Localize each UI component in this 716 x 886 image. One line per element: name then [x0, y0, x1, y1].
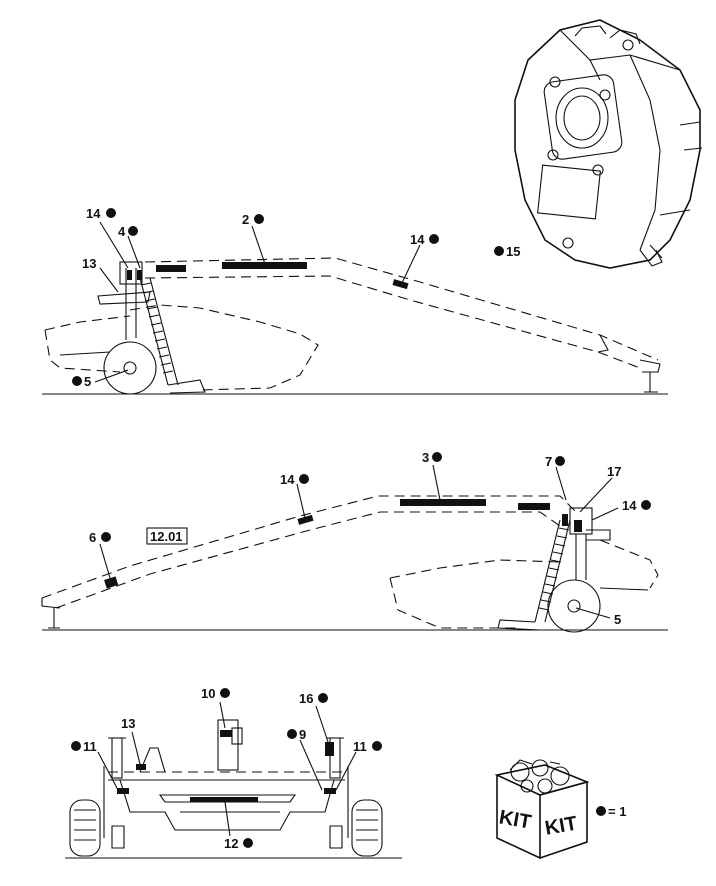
callout-14-d: 14 [280, 472, 295, 487]
callout-14-c: 14 [622, 498, 637, 513]
reference-box-label: 12.01 [150, 529, 183, 544]
gearbox-illustration [514, 19, 703, 269]
callout-7: 7 [545, 454, 552, 469]
callout-12: 12 [224, 836, 238, 851]
callout-5-a: 5 [84, 374, 91, 389]
callout-2: 2 [242, 212, 249, 227]
callout-14-b: 14 [410, 232, 425, 247]
callout-5-b: 5 [614, 612, 621, 627]
callout-9: 9 [299, 727, 306, 742]
kit-label-right: KIT [543, 813, 579, 840]
kit-legend: = 1 [608, 804, 626, 819]
side-view-left-mower [42, 257, 668, 395]
callout-11-b: 11 [353, 739, 367, 754]
leaders-view-3 [97, 701, 357, 837]
side-view-right-mower [41, 495, 668, 633]
callout-17: 17 [607, 464, 621, 479]
callout-14-a: 14 [86, 206, 101, 221]
kit-box-icon [494, 759, 590, 860]
callout-15: 15 [506, 244, 520, 259]
leaders-view-1 [94, 221, 421, 383]
callout-4: 4 [118, 224, 126, 239]
front-view-mower [65, 719, 402, 859]
kit-label-left: KIT [497, 806, 533, 833]
leaders-view-2 [99, 464, 619, 619]
callout-10: 10 [201, 686, 215, 701]
callout-3: 3 [422, 450, 429, 465]
callout-13-a: 13 [82, 256, 96, 271]
callout-11-a: 11 [83, 739, 97, 754]
callout-16: 16 [299, 691, 313, 706]
callout-6: 6 [89, 530, 96, 545]
callout-13-b: 13 [121, 716, 135, 731]
